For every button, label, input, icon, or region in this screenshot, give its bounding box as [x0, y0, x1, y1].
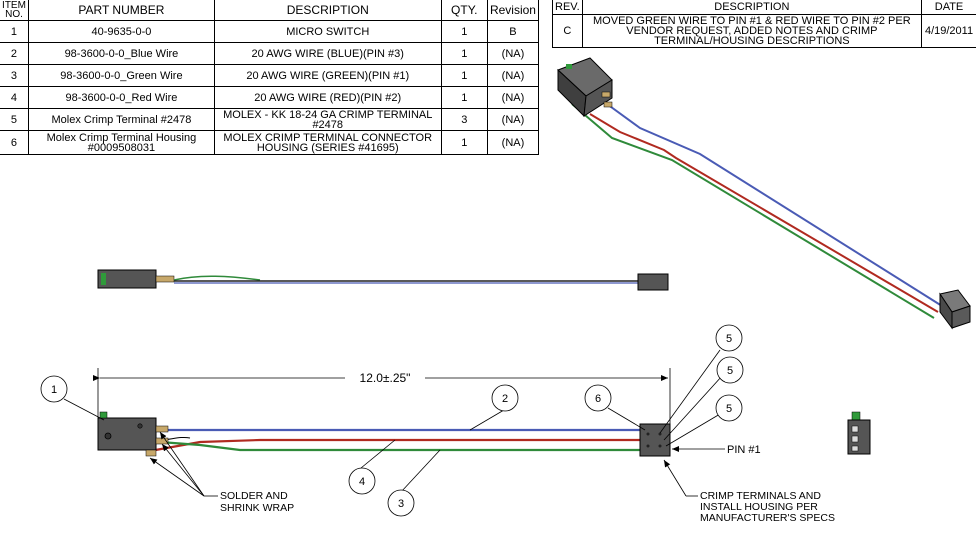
wire-green-iso	[571, 103, 935, 319]
balloon-5c: 5	[715, 394, 743, 422]
crimp-note-line-2: INSTALL HOUSING PER	[700, 501, 818, 513]
solder-note: SOLDER AND SHRINK WRAP	[149, 431, 294, 514]
table-row: 3 98-3600-0-0_Green Wire 20 AWG WIRE (GR…	[0, 64, 540, 87]
balloon-3: 3	[387, 489, 415, 517]
top-view-harness	[97, 269, 669, 291]
dimension-label: 12.0±.25"	[360, 371, 411, 385]
balloon-5a-label: 5	[726, 333, 732, 345]
wire-green	[159, 440, 640, 452]
wire-red-iso	[589, 113, 939, 313]
micro-switch-iso	[557, 57, 613, 118]
crimp-note-line-3: MANUFACTURER'S SPECS	[700, 512, 835, 524]
table-row: 2 98-3600-0-0_Blue Wire 20 AWG WIRE (BLU…	[0, 42, 540, 65]
bom-part: Molex Crimp Terminal Housing #0009508031	[27, 130, 215, 155]
balloon-5b-label: 5	[727, 365, 733, 377]
balloon-2-label: 2	[502, 393, 508, 405]
balloon-2: 2	[491, 384, 519, 412]
solder-note-line-1: SOLDER AND	[220, 490, 288, 502]
table-row: 5 Molex Crimp Terminal #2478 MOLEX - KK …	[0, 108, 540, 131]
table-row: 4 98-3600-0-0_Red Wire 20 AWG WIRE (RED)…	[0, 86, 540, 109]
bom-header-desc: DESCRIPTION	[213, 0, 442, 21]
balloon-1-label: 1	[51, 384, 57, 396]
table-row: 6 Molex Crimp Terminal Housing #00095080…	[0, 130, 540, 155]
balloon-1: 1	[40, 375, 68, 403]
crimp-note-line-1: CRIMP TERMINALS AND	[700, 490, 821, 502]
balloon-5c-label: 5	[726, 403, 732, 415]
connector-end-view	[847, 411, 871, 455]
revision-date: 4/19/2011	[921, 14, 976, 48]
solder-note-line-2: SHRINK WRAP	[220, 502, 294, 514]
bom-rev: (NA)	[486, 130, 540, 155]
balloon-6: 6	[584, 384, 612, 412]
isometric-harness-view	[557, 57, 971, 330]
revision-table: REV. DESCRIPTION DATE C MOVED GREEN WIRE…	[552, 0, 976, 48]
bom-qty: 1	[440, 130, 488, 155]
wire-blue-iso	[595, 95, 943, 307]
bill-of-materials-table: ITEM NO. PART NUMBER DESCRIPTION QTY. Re…	[0, 0, 540, 155]
table-row: C MOVED GREEN WIRE TO PIN #1 & RED WIRE …	[552, 14, 976, 48]
bom-item: 6	[0, 130, 29, 155]
bom-desc: MOLEX CRIMP TERMINAL CONNECTOR HOUSING (…	[213, 130, 442, 155]
micro-switch	[97, 411, 169, 457]
balloon-6-label: 6	[595, 393, 601, 405]
connector-housing	[639, 423, 671, 457]
balloon-5a: 5	[715, 324, 743, 352]
pin-1-callout: PIN #1	[672, 444, 761, 456]
table-row: 1 40-9635-0-0 MICRO SWITCH 1 B	[0, 20, 540, 43]
balloon-4-label: 4	[359, 476, 365, 488]
pin-1-label: PIN #1	[727, 444, 761, 456]
balloon-4: 4	[348, 467, 376, 495]
revision-header-row: REV. DESCRIPTION DATE	[552, 0, 976, 15]
crimp-note: CRIMP TERMINALS AND INSTALL HOUSING PER …	[663, 459, 835, 524]
bom-header-rev: Revision	[486, 0, 540, 21]
revision-desc: MOVED GREEN WIRE TO PIN #1 & RED WIRE TO…	[581, 14, 923, 48]
length-dimension: 12.0±.25"	[93, 368, 671, 425]
wire-green-top	[173, 275, 261, 281]
connector-housing-iso	[939, 289, 971, 330]
balloon-5b: 5	[716, 356, 744, 384]
balloon-3-label: 3	[398, 498, 404, 510]
wire-red	[149, 438, 640, 453]
